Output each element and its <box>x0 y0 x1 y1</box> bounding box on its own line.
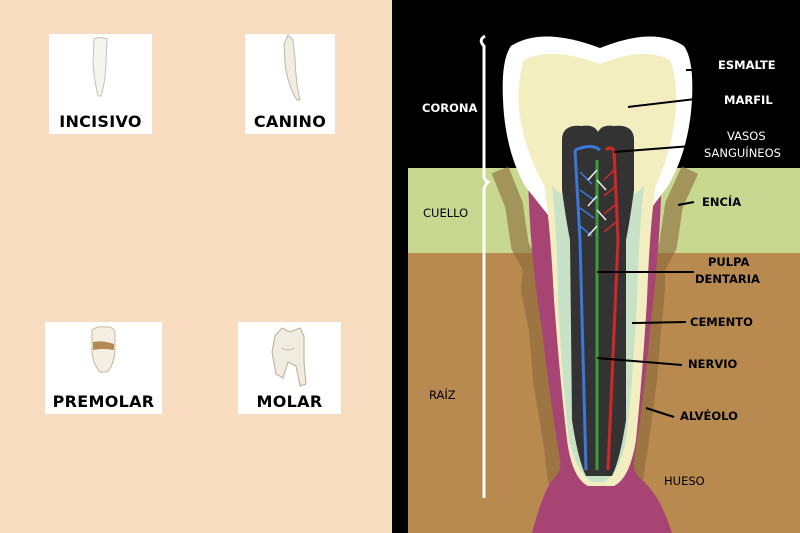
part-label-gum: ENCÍA <box>702 194 741 209</box>
tooth-card-molar: MOLAR <box>238 322 341 414</box>
vein-arch <box>574 145 601 152</box>
tooth-label-canine: CANINO <box>253 112 327 131</box>
tooth-label-incisor: INCISIVO <box>59 112 142 131</box>
part-label-pulp-line2: DENTARIA <box>695 272 760 286</box>
part-label-vessels-line2: SANGUÍNEOS <box>704 145 781 160</box>
tooth-card-canine: CANINO <box>245 34 335 134</box>
vessel-branches <box>579 167 617 237</box>
region-label-crown: CORONA <box>422 101 477 115</box>
tooth-anatomy-diagram: CORONA CUELLO RAÍZ ESMALTE MARFIL VASOS … <box>392 0 800 533</box>
part-label-dentin: MARFIL <box>724 93 773 107</box>
canine-tooth-image <box>283 34 301 101</box>
tooth-card-incisor: INCISIVO <box>49 34 152 134</box>
part-label-enamel: ESMALTE <box>718 58 776 72</box>
tooth-label-molar: MOLAR <box>256 392 323 411</box>
tooth-card-premolar: PREMOLAR <box>45 322 162 414</box>
alveolar-shadow-right <box>618 166 699 494</box>
premolar-tooth-image <box>91 326 116 373</box>
molar-tooth-image <box>271 327 307 387</box>
part-label-vessels-line1: VASOS <box>727 129 766 143</box>
part-label-alveolus: ALVÉOLO <box>680 408 738 423</box>
part-label-bone: HUESO <box>664 474 705 488</box>
tooth-types-panel: INCISIVO CANINO PREMOLAR MOLAR <box>0 0 392 533</box>
artery-arch <box>604 146 616 152</box>
tooth-label-premolar: PREMOLAR <box>52 392 155 411</box>
region-label-neck: CUELLO <box>423 206 468 220</box>
artery <box>606 149 620 471</box>
incisor-tooth-image <box>92 37 108 97</box>
part-label-nerve: NERVIO <box>688 357 738 371</box>
part-label-cementum: CEMENTO <box>690 315 753 329</box>
region-bracket <box>479 34 491 498</box>
part-label-pulp-line1: PULPA <box>708 255 749 269</box>
region-label-root: RAÍZ <box>429 387 456 402</box>
alveolar-shadow-left <box>491 166 574 494</box>
leader-lines <box>596 69 705 418</box>
vein <box>573 149 588 471</box>
